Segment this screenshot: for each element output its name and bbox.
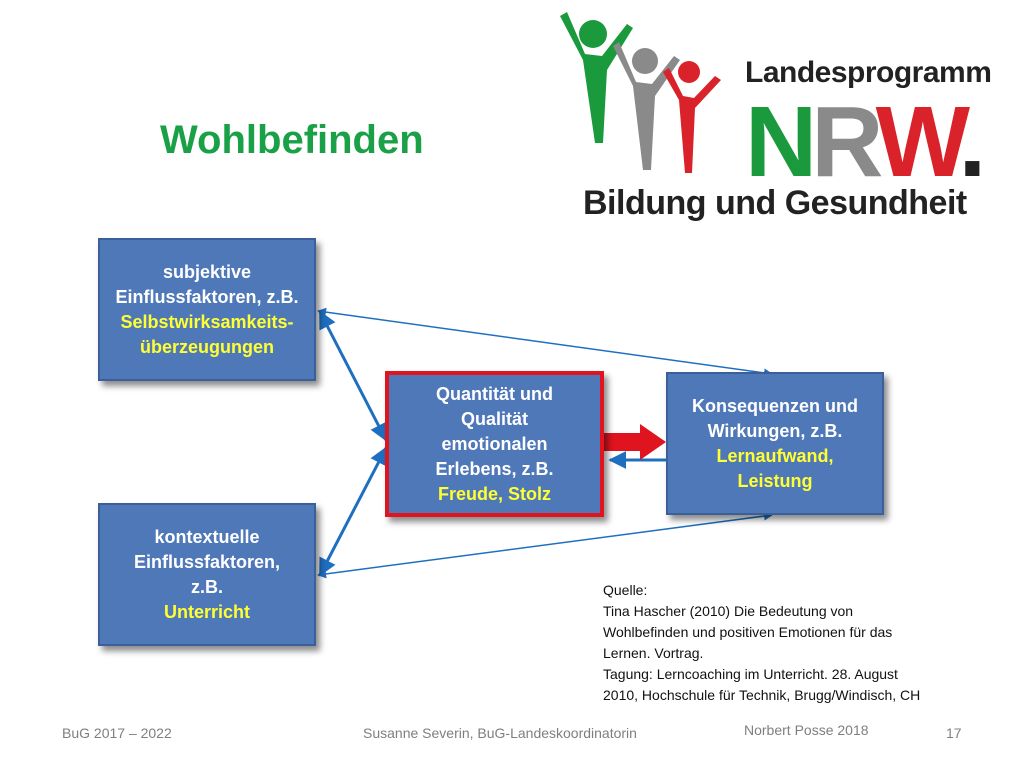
box-consequences-highlight: Lernaufwand, xyxy=(716,445,834,466)
box-contextual-highlight: Unterricht xyxy=(163,601,250,622)
source-line: Tagung: Lerncoaching im Unterricht. 28. … xyxy=(603,666,898,682)
box-center-line: emotionalen xyxy=(441,433,548,454)
box-subjective-factors: subjektive Einflussfaktoren, z.B. Selbst… xyxy=(98,238,316,381)
nrw-logo-figures-icon xyxy=(560,12,721,173)
box-consequences-line: Konsequenzen und xyxy=(692,395,858,416)
box-consequences: Konsequenzen und Wirkungen, z.B. Lernauf… xyxy=(666,372,884,515)
box-emotional-experience: Quantität und Qualität emotionalen Erleb… xyxy=(385,371,604,517)
source-line: Quelle: xyxy=(603,582,648,598)
box-subjective-highlight: überzeugungen xyxy=(140,336,274,357)
arrow-contextual-center xyxy=(318,446,388,577)
arrow-center-consequences xyxy=(604,424,666,460)
box-contextual-line: Einflussfaktoren, xyxy=(133,551,281,572)
box-subjective-highlight: Selbstwirksamkeits- xyxy=(120,311,294,332)
footer-program-years: BuG 2017 – 2022 xyxy=(62,725,172,741)
logo-nrw-r: R xyxy=(811,86,881,198)
box-center-line: Quantität und xyxy=(436,383,553,404)
source-citation: Quelle: Tina Hascher (2010) Die Bedeutun… xyxy=(603,580,963,706)
slide-title: Wohlbefinden xyxy=(160,118,424,162)
source-line: Wohlbefinden und positiven Emotionen für… xyxy=(603,624,893,640)
source-line: Lernen. Vortrag. xyxy=(603,645,704,661)
footer-page-number: 17 xyxy=(946,725,962,741)
arrow-subjective-consequences xyxy=(317,307,773,378)
box-consequences-highlight: Leistung xyxy=(737,470,813,491)
arrow-subjective-center xyxy=(318,310,388,442)
source-line: Tina Hascher (2010) Die Bedeutung von xyxy=(603,603,854,619)
logo-tagline: Bildung und Gesundheit xyxy=(583,184,967,222)
box-contextual-factors: kontextuelle Einflussfaktoren, z.B. Unte… xyxy=(98,503,316,646)
arrow-contextual-consequences xyxy=(317,511,773,579)
source-line: 2010, Hochschule für Technik, Brugg/Wind… xyxy=(603,687,921,703)
box-center-highlight: Freude, Stolz xyxy=(437,483,551,504)
box-center-line: Qualität xyxy=(460,408,528,429)
box-subjective-line: Einflussfaktoren, z.B. xyxy=(115,286,299,307)
logo-nrw-wordmark: NRW. xyxy=(745,92,986,192)
logo-nrw-n: N xyxy=(745,86,817,198)
logo-nrw-w: W xyxy=(875,86,965,198)
box-contextual-line: kontextuelle xyxy=(154,526,260,547)
logo-program-label: Landesprogramm xyxy=(745,56,992,89)
footer-presenter: Susanne Severin, BuG-Landeskoordinatorin xyxy=(363,725,637,741)
box-consequences-line: Wirkungen, z.B. xyxy=(707,420,843,441)
box-subjective-line: subjektive xyxy=(162,261,252,282)
box-center-line: Erlebens, z.B. xyxy=(435,458,554,479)
footer-author: Norbert Posse 2018 xyxy=(744,722,869,738)
box-contextual-line: z.B. xyxy=(190,576,223,597)
